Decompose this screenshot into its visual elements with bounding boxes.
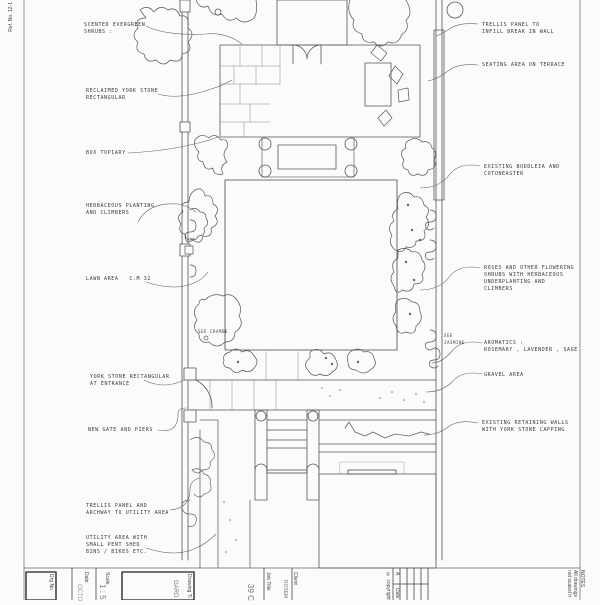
label-trellis-archway: Trellis panel and archway to utility are… (86, 503, 170, 516)
label-retaining-walls: Existing retaining walls with York stone… (482, 420, 569, 433)
date-label: Date (83, 572, 89, 583)
evergreen-shrubs (133, 0, 436, 243)
leader-lines-right (419, 23, 483, 436)
steps-retaining-walls (254, 409, 437, 569)
revision-label: A (394, 572, 400, 576)
notes-line-2: not scaled fr (566, 570, 572, 598)
label-lawn-area: Lawn area c.m 32 (86, 276, 151, 282)
entrance-gate (183, 367, 213, 423)
label-gravel: Gravel area (484, 372, 524, 378)
drawing-title-label: Drawing Ti (186, 574, 192, 598)
label-buddleia: Existing buddleia and cotoneaster (484, 164, 560, 177)
drg-no-label: Drg No. (48, 574, 54, 592)
notes-line-1: All drawings (572, 570, 578, 597)
drawing-title-value: GARD (172, 580, 178, 598)
label-crambe: see crambe (198, 329, 229, 334)
scale-label: Scale (104, 572, 110, 585)
box-topiary-path (258, 136, 358, 178)
label-york-stone-entrance: York stone rectangular at entrance (90, 374, 170, 387)
drawing-title-box (121, 571, 195, 601)
job-title-label: Job Title (265, 572, 271, 591)
label-roses: Roses and other flowering shrubs with he… (484, 265, 575, 292)
label-trellis-panel: Trellis panel to infill break in wall (482, 22, 555, 35)
date-value: OCTO (76, 584, 82, 602)
label-york-stone-paving: Reclaimed York stone rectangular (86, 88, 159, 101)
label-seating-area: Seating area on terrace (482, 62, 566, 68)
lawn-area (224, 179, 398, 351)
job-title-value: 39 C (246, 584, 255, 601)
label-jasmine: see jasmine (444, 333, 466, 345)
herbaceous-border (184, 208, 242, 347)
house-block (276, 0, 348, 65)
scale-value: 1 : 5 (98, 584, 107, 600)
lower-planting (223, 348, 376, 376)
leader-lines-left (127, 25, 243, 554)
gravel-dots (223, 387, 425, 553)
notes-label: NOTES (579, 570, 585, 588)
label-scented-evergreen: Scented evergreen shrubs : (84, 22, 146, 35)
terrace (219, 44, 421, 138)
label-box-topiary: Box topiary (86, 150, 126, 156)
revision-date-label: Date (394, 588, 400, 599)
roses-border (389, 192, 441, 369)
margin-note: Ref. No. 12-1 (8, 2, 14, 32)
utility-area (181, 419, 251, 569)
client-label: Client (292, 572, 298, 585)
label-aromatics: Aromatics : rosemary , lavender , sage (484, 340, 578, 353)
seating-bench (364, 62, 392, 107)
client-value: ROSEM (282, 580, 288, 599)
tree-circle (446, 1, 464, 19)
label-herbaceous-planting: Herbaceous planting and climbers (86, 203, 155, 216)
label-utility-area: Utility area with small pent shed bins /… (86, 535, 148, 555)
label-new-gate: New gate and piers (88, 427, 153, 433)
copyright-label: © copyright (385, 572, 391, 600)
